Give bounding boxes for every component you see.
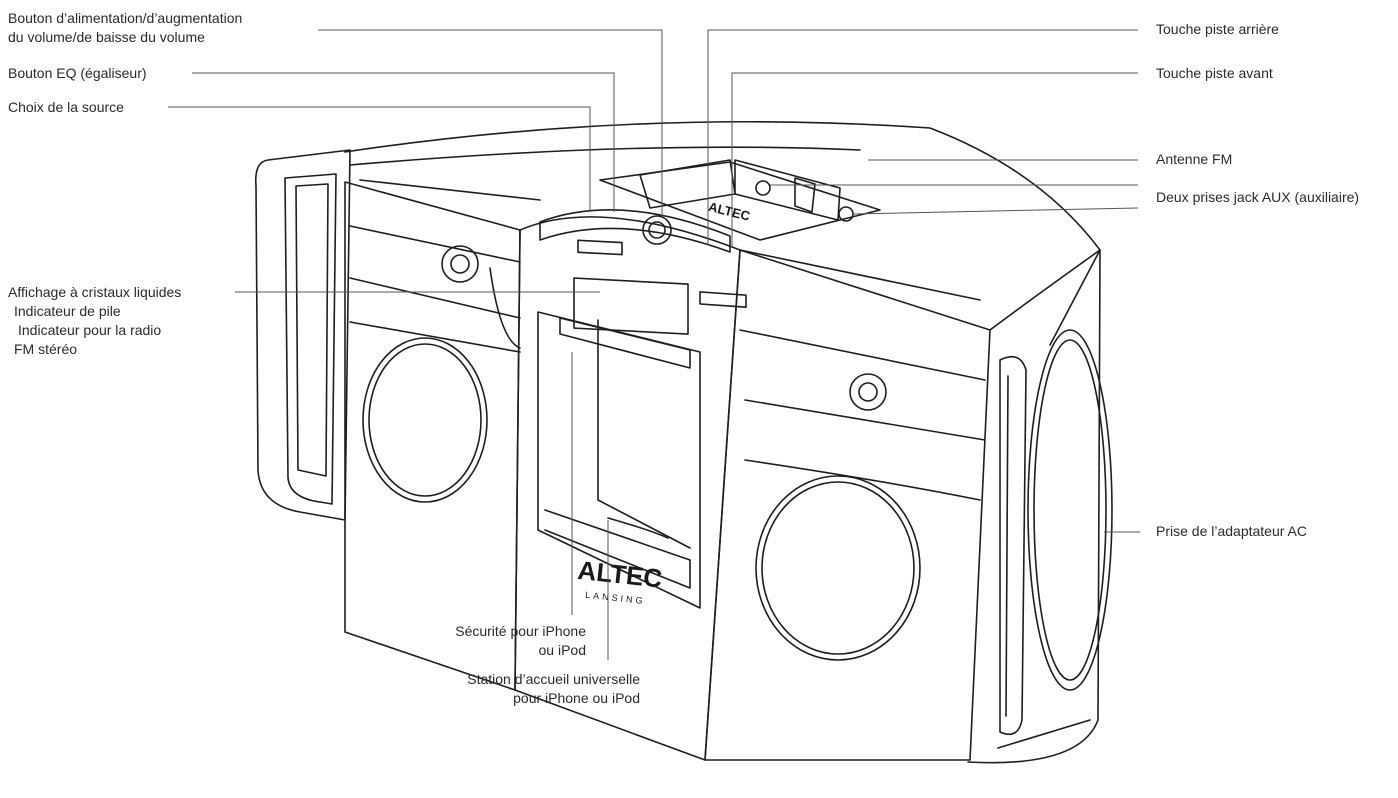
left-woofer: [362, 337, 488, 503]
lcd-window: [573, 277, 689, 335]
leader-power-volume: [318, 29, 663, 218]
svg-text:ALTEC: ALTEC: [576, 555, 664, 594]
right-woofer: [755, 475, 921, 661]
label-track-forward: Touche piste avant: [1156, 65, 1273, 81]
label-lcd-line3: Indicateur pour la radio: [18, 322, 162, 338]
label-ac-adapter: Prise de l’adaptateur AC: [1156, 523, 1307, 539]
label-power-volume-line1: Bouton d’alimentation/d’augmentation: [8, 10, 243, 26]
left-handle-inner: [284, 173, 337, 505]
track-buttons: [699, 291, 747, 308]
top-dock: [599, 161, 881, 241]
label-aux-jacks: Deux prises jack AUX (auxiliaire): [1156, 189, 1360, 205]
label-eq-button: Bouton EQ (égaliseur): [8, 65, 147, 81]
power-knob: [642, 215, 672, 245]
label-dock-station: Station d’accueil universelle pour iPhon…: [400, 670, 640, 708]
label-dock-station-line1: Station d’accueil universelle: [467, 671, 640, 687]
label-iphone-security-line1: Sécurité pour iPhone: [455, 623, 586, 639]
label-track-back: Touche piste arrière: [1156, 21, 1279, 37]
top-surface: [344, 120, 1101, 346]
label-fm-antenna: Antenne FM: [1156, 151, 1233, 167]
label-lcd: Affichage à cristaux liquides Indicateur…: [8, 283, 181, 359]
label-power-volume: Bouton d’alimentation/d’augmentation du …: [8, 9, 242, 47]
eq-source-buttons: [577, 239, 623, 256]
left-tweeter: [441, 245, 479, 283]
label-power-volume-line2: du volume/de baisse du volume: [8, 29, 205, 45]
front-logo: ALTEC LANSING: [576, 555, 664, 606]
right-tweeter: [849, 373, 887, 411]
leader-track-back: [707, 29, 1138, 245]
label-lcd-line4: FM stéréo: [14, 341, 78, 357]
svg-text:ALTEC: ALTEC: [707, 199, 752, 224]
aux-jack-1: [755, 180, 771, 196]
label-lcd-line1: Affichage à cristaux liquides: [8, 284, 182, 300]
left-speaker-body: [344, 181, 521, 691]
top-logo: ALTEC: [707, 199, 752, 224]
svg-text:LANSING: LANSING: [585, 590, 646, 606]
leader-source: [168, 106, 591, 212]
right-end-woofer: [1027, 329, 1113, 691]
right-handle: [999, 355, 1027, 736]
label-iphone-security-line2: ou iPod: [538, 642, 586, 658]
label-lcd-line2: Indicateur de pile: [14, 303, 121, 319]
right-speaker-body: [704, 249, 991, 761]
label-dock-station-line2: pour iPhone ou iPod: [513, 690, 640, 706]
left-handle: [254, 149, 351, 521]
leader-track-forward: [731, 72, 1138, 247]
right-end: [967, 249, 1101, 764]
label-iphone-security: Sécurité pour iPhone ou iPod: [380, 622, 586, 660]
label-source-select: Choix de la source: [8, 99, 124, 115]
leader-eq: [192, 72, 615, 212]
leader-aux-2: [851, 207, 1139, 215]
